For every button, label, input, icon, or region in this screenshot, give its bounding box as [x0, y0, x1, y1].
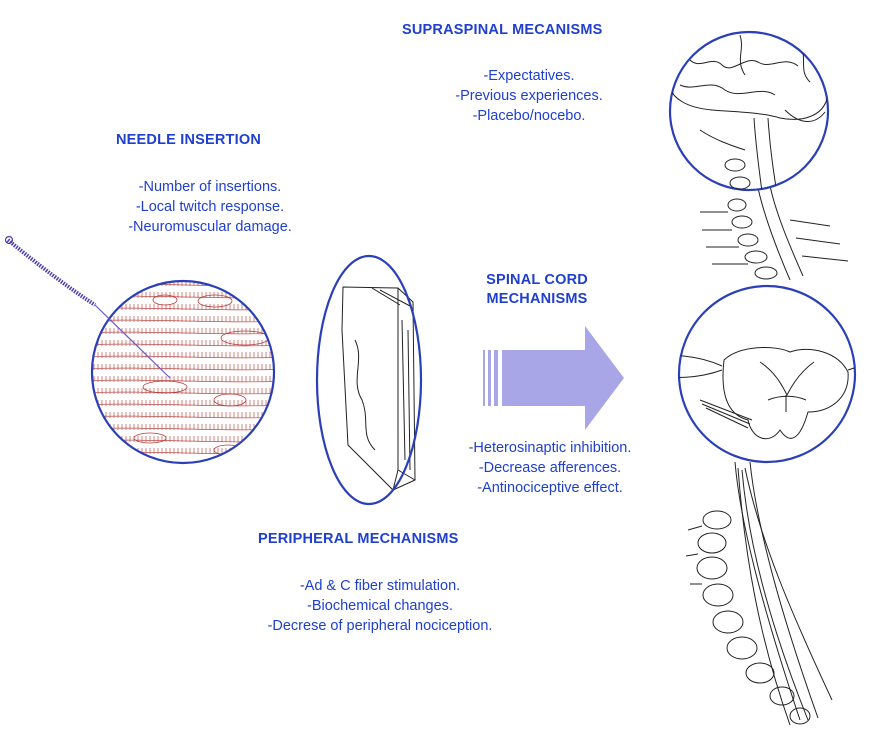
needle-item: -Local twitch response. — [135, 199, 285, 215]
supraspinal-list: -Expectatives. -Previous experiences. -P… — [429, 66, 629, 126]
tissue-slice-drawing — [341, 286, 416, 491]
spinal-heading-line: MECHANISMS — [486, 291, 588, 307]
spinal-cord-drawing — [679, 347, 855, 440]
spinal-item: -Heterosinaptic inhibition. — [468, 440, 632, 456]
needle-drawing — [4, 235, 171, 379]
peripheral-item: -Biochemical changes. — [307, 598, 453, 614]
brain-circle — [668, 30, 830, 192]
needle-heading: NEEDLE INSERTION — [116, 132, 261, 148]
spinal-cord-circle — [677, 284, 857, 464]
tissue-ellipse — [315, 254, 423, 506]
spinal-item: -Antinociceptive effect. — [477, 480, 623, 496]
needle-item: -Neuromuscular damage. — [128, 219, 292, 235]
upper-spine-drawing — [700, 185, 849, 281]
supraspinal-item: -Placebo/nocebo. — [472, 108, 586, 124]
peripheral-list: -Ad & C fiber stimulation. -Biochemical … — [245, 576, 515, 636]
spinal-heading-line: SPINAL CORD — [486, 272, 588, 288]
spinal-item: -Decrease afferences. — [478, 460, 622, 476]
supraspinal-item: -Expectatives. — [483, 68, 575, 84]
peripheral-item: -Decrese of peripheral nociception. — [267, 618, 493, 634]
muscle-circle — [90, 279, 276, 465]
supraspinal-item: -Previous experiences. — [455, 88, 603, 104]
needle-list: -Number of insertions. -Local twitch res… — [105, 177, 315, 237]
peripheral-item: -Ad & C fiber stimulation. — [299, 578, 461, 594]
flow-arrow — [483, 326, 624, 430]
spinal-list: -Heterosinaptic inhibition. -Decrease af… — [447, 438, 653, 498]
needle-item: -Number of insertions. — [138, 179, 282, 195]
spinal-heading: SPINAL CORD MECHANISMS — [472, 271, 602, 309]
supraspinal-heading: SUPRASPINAL MECANISMS — [402, 22, 603, 38]
brain-drawing — [670, 32, 828, 190]
peripheral-heading: PERIPHERAL MECHANISMS — [258, 531, 459, 547]
lower-spine-drawing — [685, 461, 833, 726]
